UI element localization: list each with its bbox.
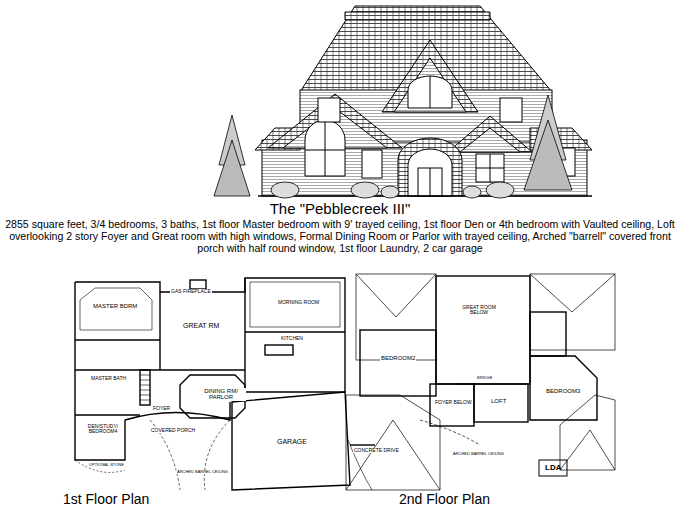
room-label: FOYER BELOW (434, 400, 473, 405)
first-floor-details (75, 282, 372, 490)
room-label: LOFT (490, 398, 507, 404)
plan-description: 2855 square feet, 3/4 bedrooms, 3 baths,… (2, 218, 678, 254)
room-label: OPTIONAL STONE (88, 463, 125, 467)
room-label: GAS FIREPLACE (170, 289, 212, 294)
room-label: MASTER BATH (90, 376, 127, 381)
room-label: GREAT ROOM BELOW (458, 305, 500, 316)
room-label: GREAT RM (182, 322, 220, 329)
room-label: GARAGE (276, 438, 308, 445)
room-label: BEDROOM2 (380, 355, 416, 361)
plan-heading: 2nd Floor Plan (398, 492, 491, 507)
first-floor-walls (75, 278, 375, 490)
room-label: FOYER (152, 406, 171, 411)
trees (214, 95, 572, 198)
room-label: ARCHED BARREL CEILING (452, 452, 505, 456)
room-label: CONCRETE DRIVE (353, 448, 400, 453)
logo-text: LDA (544, 464, 562, 472)
room-label: KITCHEN (280, 336, 304, 341)
room-label: ARCHED BARREL CEILING (176, 470, 229, 474)
second-floor-walls (360, 276, 597, 476)
room-label: BEDROOM3 (545, 388, 581, 394)
room-label: DINING RM/ PARLOR (196, 388, 246, 401)
front-elevation (255, 6, 592, 196)
room-label: BRIDGE (476, 376, 493, 380)
room-label: MORNING ROOM (277, 300, 320, 305)
room-label: COVERED PORCH (150, 428, 196, 433)
room-label: MASTER BDRM (92, 303, 138, 309)
plan-heading: 1st Floor Plan (62, 492, 150, 507)
second-floor-roof-lines (346, 274, 615, 490)
plan-title: The "Pebblecreek III" (0, 201, 680, 217)
room-label: DEN/STUDY/ BEDROOM4 (82, 424, 124, 435)
